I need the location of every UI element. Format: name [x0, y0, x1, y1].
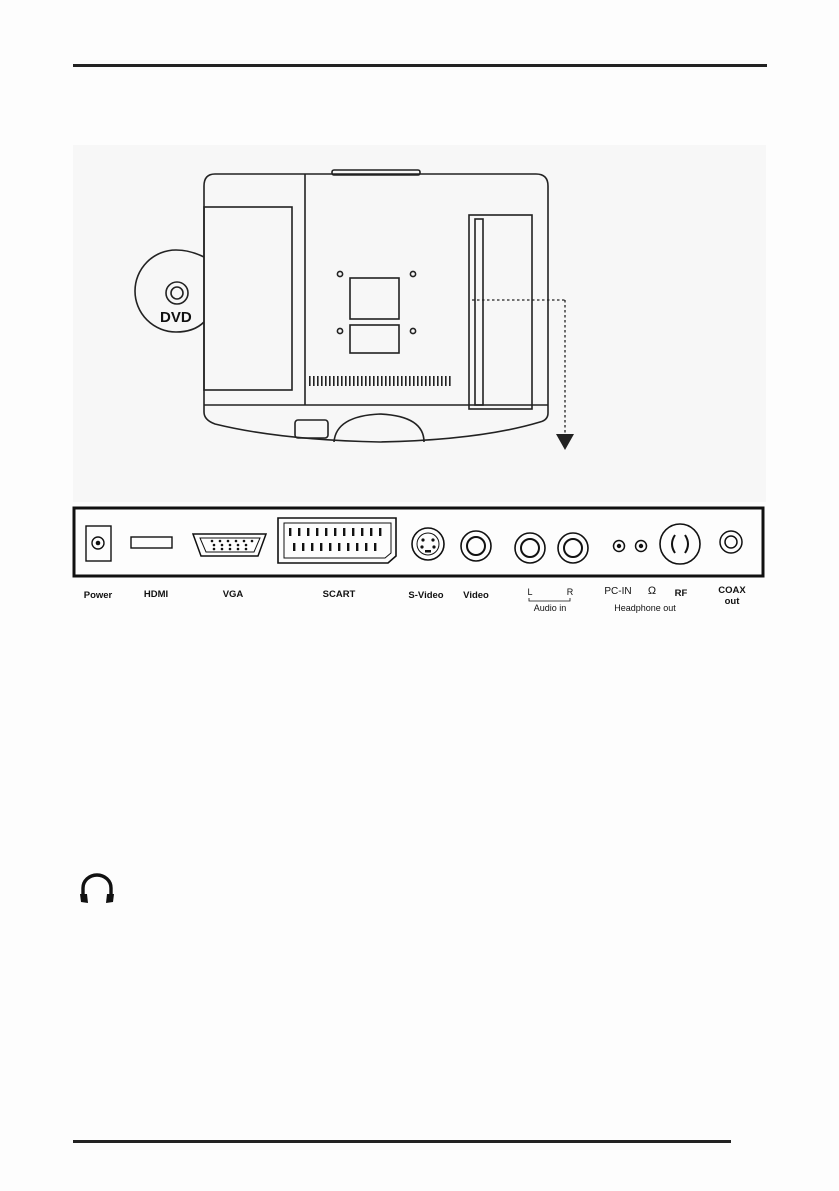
- label-scart: SCART: [322, 589, 356, 600]
- label-power: Power: [83, 590, 113, 601]
- vga-port: [191, 533, 268, 557]
- label-headphone-symbol: Ω: [647, 585, 657, 597]
- label-vga: VGA: [222, 589, 244, 600]
- top-handle: [331, 169, 421, 176]
- label-svideo: S-Video: [408, 590, 444, 601]
- vga-pins: [210, 539, 254, 551]
- scart-pins: [289, 528, 382, 551]
- arrow-head: [556, 434, 574, 450]
- svideo-pins: [420, 538, 436, 553]
- dvd-label: DVD: [160, 309, 192, 326]
- label-coax: COAX: [718, 585, 746, 596]
- label-audio-left: L: [527, 587, 533, 597]
- right-slot: [474, 218, 484, 406]
- tv-housing-outline: [203, 173, 549, 443]
- audio-bracket: [528, 598, 571, 602]
- vesa-block-upper: [349, 277, 400, 320]
- coax-port: [719, 530, 743, 554]
- right-panel: [468, 214, 533, 410]
- callout-arrow: [472, 299, 566, 434]
- stand-base: [333, 413, 425, 443]
- label-coax-out: out: [724, 596, 740, 607]
- audio-left-port: [514, 532, 546, 564]
- label-hdmi: HDMI: [143, 589, 169, 600]
- label-headphone-out: Headphone out: [614, 603, 676, 613]
- vent-grille: [309, 376, 451, 386]
- headphone-port: [634, 539, 648, 553]
- figure-background: [73, 145, 766, 502]
- vesa-block-lower: [349, 324, 400, 354]
- pc-in-port: [612, 539, 626, 553]
- label-audio-right: R: [566, 587, 574, 597]
- svideo-port: [411, 527, 445, 561]
- headphone-icon: [78, 872, 116, 911]
- label-rf: RF: [674, 588, 688, 599]
- dvd-disc: [134, 249, 205, 333]
- audio-right-port: [557, 532, 589, 564]
- hdmi-port: [130, 536, 173, 549]
- connector-panel: [72, 506, 765, 578]
- scart-port: [277, 517, 397, 564]
- bottom-button: [294, 419, 329, 439]
- label-pc-in: PC-IN: [604, 586, 632, 597]
- rf-port: [659, 523, 701, 565]
- video-port: [460, 530, 492, 562]
- bottom-rule: [73, 1140, 731, 1143]
- power-port: [85, 525, 112, 562]
- dvd-compartment: [203, 206, 293, 391]
- label-audio-in: Audio in: [533, 603, 567, 613]
- label-video: Video: [463, 590, 489, 601]
- top-rule: [73, 64, 767, 67]
